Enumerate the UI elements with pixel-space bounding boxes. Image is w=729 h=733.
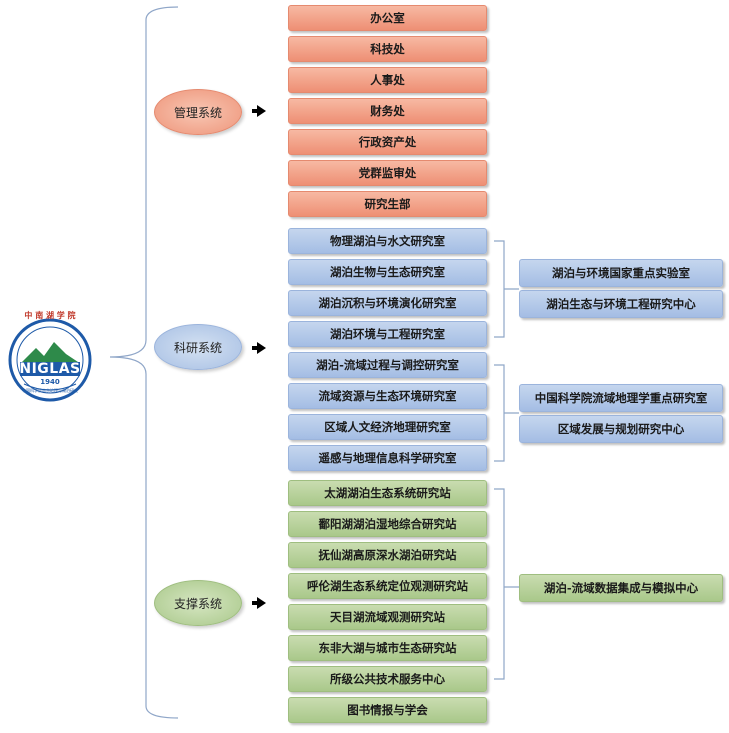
bracket-group2 bbox=[494, 364, 519, 462]
support-station-3: 抚仙湖高原深水湖泊研究站 bbox=[288, 542, 487, 568]
system-management: 管理系统 bbox=[154, 89, 242, 135]
system-support: 支撑系统 bbox=[154, 580, 242, 626]
mgmt-office: 办公室 bbox=[288, 5, 487, 31]
arrow-right-icon bbox=[252, 105, 266, 117]
support-station-4: 呼伦湖生态系统定位观测研究站 bbox=[288, 573, 487, 599]
logo-ring-text: 中国科学院南京地理与湖泊研究所 bbox=[22, 388, 78, 393]
research-lab-4: 湖泊环境与工程研究室 bbox=[288, 321, 487, 347]
mgmt-graduate-dept: 研究生部 bbox=[288, 191, 487, 217]
arrow-right-icon bbox=[252, 342, 266, 354]
main-bracket bbox=[109, 6, 179, 719]
support-station-1: 太湖湖泊生态系统研究站 bbox=[288, 480, 487, 506]
arrow-right-icon bbox=[252, 597, 266, 609]
research-lab-5: 湖泊-流域过程与调控研究室 bbox=[288, 352, 487, 378]
cas-key-lab: 中国科学院流域地理学重点研究室 bbox=[519, 384, 723, 412]
research-lab-3: 湖泊沉积与环境演化研究室 bbox=[288, 290, 487, 316]
research-lab-2: 湖泊生物与生态研究室 bbox=[288, 259, 487, 285]
data-simulation-center: 湖泊-流域数据集成与模拟中心 bbox=[519, 574, 723, 602]
regional-planning-center: 区域发展与规划研究中心 bbox=[519, 415, 723, 443]
eco-engineering-center: 湖泊生态与环境工程研究中心 bbox=[519, 290, 723, 318]
support-station-6: 东非大湖与城市生态研究站 bbox=[288, 635, 487, 661]
mgmt-admin-assets: 行政资产处 bbox=[288, 129, 487, 155]
mgmt-hr-dept: 人事处 bbox=[288, 67, 487, 93]
system-research: 科研系统 bbox=[154, 324, 242, 370]
bracket-support bbox=[494, 488, 519, 680]
niglas-logo: 中 南 湖 学 院 NIGLAS 1940 中国科学院南京地理与湖泊研究所 bbox=[8, 310, 92, 402]
support-station-2: 鄱阳湖湖泊湿地综合研究站 bbox=[288, 511, 487, 537]
state-key-lab: 湖泊与环境国家重点实验室 bbox=[519, 259, 723, 287]
support-tech-center: 所级公共技术服务中心 bbox=[288, 666, 487, 692]
support-library: 图书情报与学会 bbox=[288, 697, 487, 723]
research-lab-7: 区域人文经济地理研究室 bbox=[288, 414, 487, 440]
support-station-5: 天目湖流域观测研究站 bbox=[288, 604, 487, 630]
logo-year: 1940 bbox=[40, 378, 60, 386]
mgmt-science-dept: 科技处 bbox=[288, 36, 487, 62]
mgmt-party-audit: 党群监审处 bbox=[288, 160, 487, 186]
bracket-group1 bbox=[494, 240, 519, 338]
research-lab-6: 流域资源与生态环境研究室 bbox=[288, 383, 487, 409]
research-lab-8: 遥感与地理信息科学研究室 bbox=[288, 445, 487, 471]
logo-top-text: 中 南 湖 学 院 bbox=[24, 310, 76, 320]
logo-name: NIGLAS bbox=[19, 361, 81, 377]
research-lab-1: 物理湖泊与水文研究室 bbox=[288, 228, 487, 254]
mgmt-finance-dept: 财务处 bbox=[288, 98, 487, 124]
